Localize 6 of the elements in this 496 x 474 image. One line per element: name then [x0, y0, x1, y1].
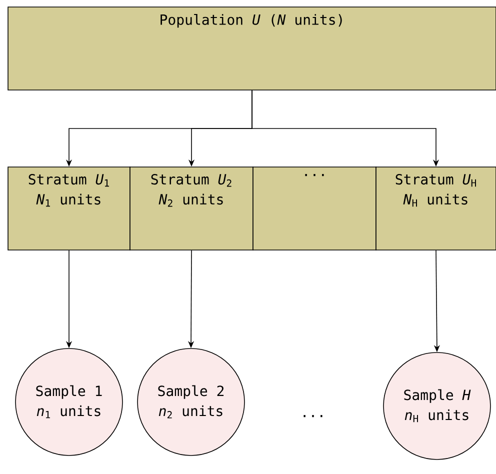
stratum-box: Stratum U$_{2}$ N$_{2}$ units [130, 166, 254, 250]
population-box: Population U (N units) [8, 6, 496, 90]
stratum-box: ··· [252, 166, 376, 250]
ellipsis: ··· [304, 415, 322, 418]
stratum-box: Stratum U$_{1}$ N$_{1}$ units [8, 166, 130, 250]
stratum-box: Stratum U$_{H}$ N$_{H}$ units [376, 166, 496, 250]
